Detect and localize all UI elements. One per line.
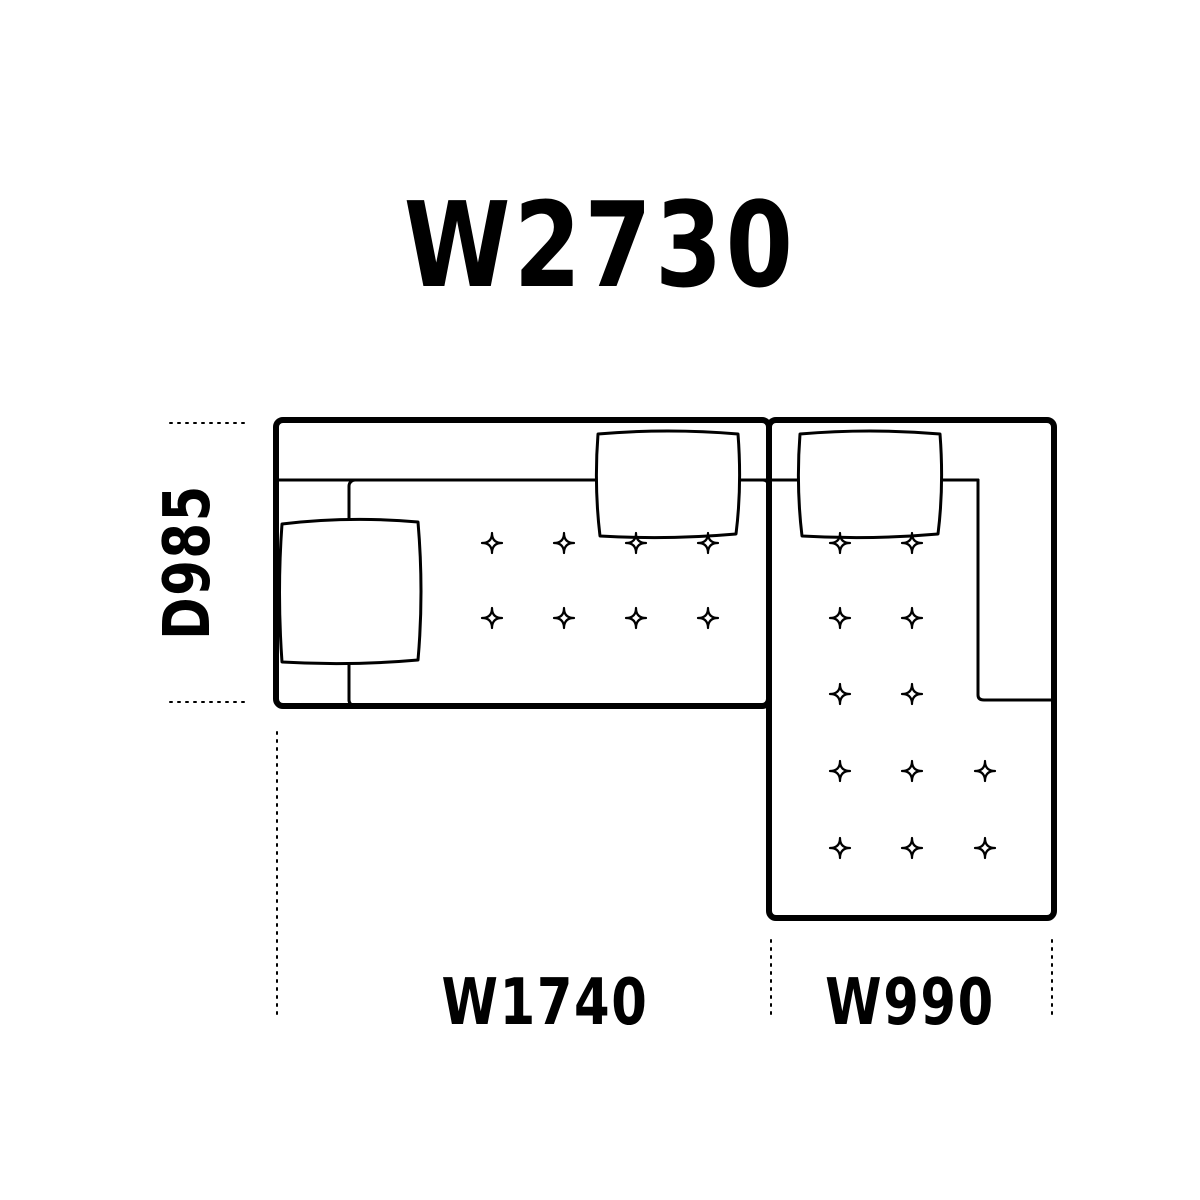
tufting-button (624, 606, 648, 630)
tufting-button (900, 682, 924, 706)
pillow-middle (594, 429, 742, 540)
tufting-button (973, 836, 997, 860)
tufting-button (828, 531, 852, 555)
left-section-width-label: W1740 (441, 966, 649, 1040)
right-section-width-label: W990 (825, 966, 995, 1040)
tufting-button (480, 531, 504, 555)
tufting-button (552, 606, 576, 630)
total-width-label: W2730 (403, 176, 797, 314)
tufting-buttons (480, 531, 997, 860)
pillow-left (278, 517, 423, 666)
dimension-guides (169, 422, 1053, 1021)
chaise-armrest (976, 478, 1053, 702)
tufting-button (552, 531, 576, 555)
tufting-button (828, 606, 852, 630)
pillow-right (796, 429, 944, 540)
tufting-button (828, 836, 852, 860)
tufting-button (973, 759, 997, 783)
pillows (278, 429, 944, 666)
tufting-button (624, 531, 648, 555)
tufting-button (900, 606, 924, 630)
tufting-button (696, 531, 720, 555)
tufting-button (480, 606, 504, 630)
tufting-button (696, 606, 720, 630)
tufting-button (828, 682, 852, 706)
depth-label: D985 (151, 484, 225, 640)
tufting-button (828, 759, 852, 783)
chaise-module-frame (766, 417, 1057, 921)
tufting-button (900, 759, 924, 783)
tufting-button (900, 836, 924, 860)
tufting-button (900, 531, 924, 555)
